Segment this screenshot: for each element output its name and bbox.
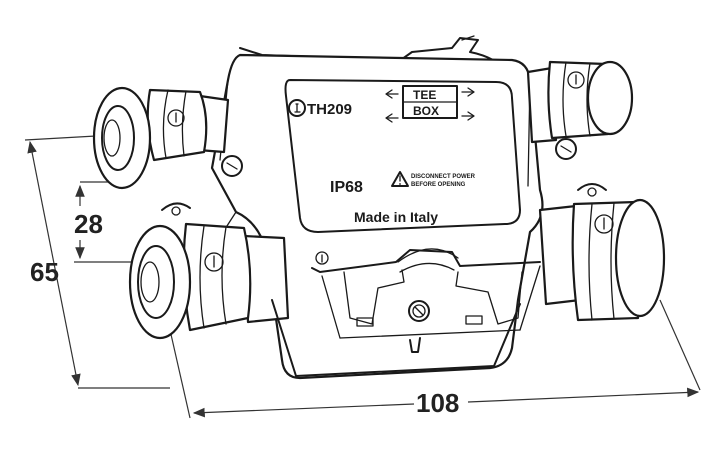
terminal-cavity [311, 248, 541, 353]
info-icon [167, 109, 185, 127]
ip-rating: IP68 [330, 179, 363, 196]
cable-gland-upper-left [92, 86, 230, 190]
arrow-left-icon [385, 113, 399, 123]
info-icon [288, 99, 306, 117]
arrow-left-icon [385, 89, 399, 99]
brand-line1: TEE [413, 88, 436, 102]
warning-triangle-icon [391, 171, 409, 187]
mounting-lug [161, 202, 191, 216]
label-panel: TH209 TEE BOX IP68 DISCONNECT POWER BEFO… [288, 85, 476, 225]
height-value: 65 [30, 257, 59, 287]
cable-gland-lower-left [128, 222, 290, 340]
mounting-lug [577, 183, 607, 197]
arrow-right-icon [461, 87, 475, 97]
brand-box: TEE BOX [402, 85, 458, 119]
info-icon [567, 71, 585, 89]
arrow-right-icon [461, 111, 475, 121]
brand-line2: BOX [413, 104, 439, 118]
length-value: 108 [416, 388, 459, 418]
screw-icon [221, 155, 243, 177]
info-icon [204, 252, 224, 272]
model-number: TH209 [307, 101, 352, 118]
dimension-length: 108 [169, 299, 701, 419]
spacing-value: 28 [74, 209, 103, 239]
warning-line1: DISCONNECT POWER [411, 174, 476, 180]
screw-icon [555, 138, 577, 160]
base-foot [271, 299, 521, 377]
warning-line2: BEFORE OPENING [411, 182, 466, 188]
main-body [210, 53, 544, 380]
cable-gland-lower-right [538, 198, 666, 322]
dimension-height: 65 [24, 135, 170, 389]
cable-gland-upper-right [526, 60, 634, 144]
dimension-spacing: 28 [74, 181, 138, 263]
info-icon [594, 214, 614, 234]
info-icon [315, 251, 329, 265]
origin-text: Made in Italy [354, 209, 438, 225]
screw-icon [408, 300, 430, 322]
